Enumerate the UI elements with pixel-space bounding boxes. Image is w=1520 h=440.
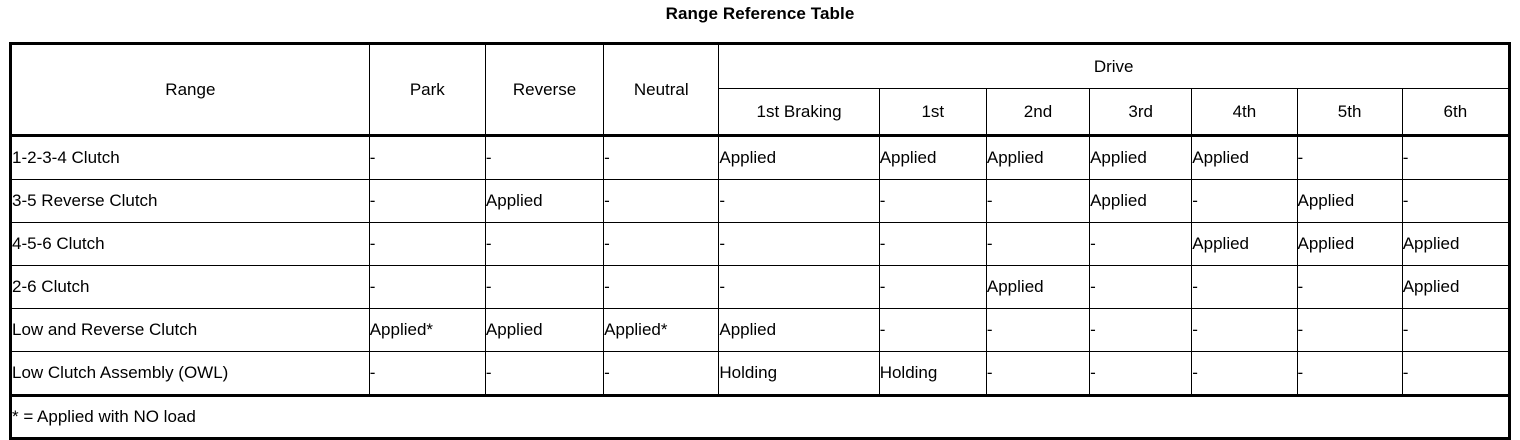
cell-1st: - [878,222,987,266]
table-footnote-row: * = Applied with NO load [10,395,1510,439]
cell-5th: - [1296,351,1403,397]
cell-neutral: Applied* [603,308,720,352]
cell-range: 4-5-6 Clutch [10,222,370,266]
table-header-row-groups: Range Park Reverse Neutral Drive [10,43,1510,137]
table-header: Range Park Reverse Neutral Drive 1st Bra… [10,43,1511,137]
cell-range: Low Clutch Assembly (OWL) [10,351,370,397]
cell-4th: Applied [1191,222,1298,266]
cell-4th: - [1191,308,1298,352]
cell-1st: Holding [878,351,987,397]
cell-range: Low and Reverse Clutch [10,308,370,352]
cell-3rd: - [1089,222,1193,266]
cell-neutral: - [603,351,720,397]
table-header-row-columns: 1st Braking 1st 2nd 3rd 4th 5th 6th [11,88,1511,137]
column-header-3rd: 3rd [1089,88,1193,137]
column-header-park: Park [368,43,486,137]
table-row: 3-5 Reverse Clutch - Applied - - - - App… [10,179,1511,223]
cell-1st-braking: Applied [718,135,880,180]
cell-neutral: - [603,265,720,309]
cell-3rd: - [1089,308,1193,352]
cell-6th: - [1401,351,1511,397]
table-row: 1-2-3-4 Clutch - - - Applied Applied App… [10,135,1511,180]
cell-park: Applied* [368,308,486,352]
cell-range: 3-5 Reverse Clutch [10,179,370,223]
cell-6th: - [1401,135,1511,180]
cell-reverse: - [484,351,605,397]
column-header-6th: 6th [1401,88,1511,137]
cell-reverse: - [484,222,605,266]
cell-5th: - [1296,308,1403,352]
cell-reverse: - [484,135,605,180]
cell-1st-braking: Applied [718,308,880,352]
table-body: 1-2-3-4 Clutch - - - Applied Applied App… [10,135,1511,439]
cell-1st-braking: - [718,265,880,309]
column-header-5th: 5th [1296,88,1403,137]
cell-5th: Applied [1296,179,1403,223]
cell-4th: - [1191,351,1298,397]
cell-1st-braking: - [718,179,880,223]
cell-3rd: - [1089,351,1193,397]
column-header-neutral: Neutral [603,43,720,137]
cell-range: 2-6 Clutch [10,265,370,309]
cell-2nd: - [985,179,1091,223]
cell-reverse: - [484,265,605,309]
cell-park: - [368,351,486,397]
cell-4th: Applied [1191,135,1298,180]
column-group-header-drive: Drive [718,43,1510,89]
table-footnote: * = Applied with NO load [10,395,1510,439]
column-header-2nd: 2nd [985,88,1091,137]
cell-park: - [368,265,486,309]
cell-2nd: Applied [985,135,1091,180]
cell-5th: - [1296,135,1403,180]
cell-reverse: Applied [484,308,605,352]
cell-1st-braking: Holding [718,351,880,397]
cell-park: - [368,222,486,266]
cell-1st-braking: - [718,222,880,266]
range-reference-table: Range Park Reverse Neutral Drive 1st Bra… [9,42,1511,440]
cell-6th: Applied [1401,222,1511,266]
column-header-1st: 1st [878,88,987,137]
cell-5th: Applied [1296,222,1403,266]
cell-2nd: Applied [985,265,1091,309]
cell-neutral: - [603,135,720,180]
cell-2nd: - [985,222,1091,266]
cell-reverse: Applied [484,179,605,223]
cell-3rd: - [1089,265,1193,309]
cell-1st: Applied [878,135,987,180]
cell-3rd: Applied [1089,135,1193,180]
cell-range: 1-2-3-4 Clutch [10,135,370,180]
cell-park: - [368,179,486,223]
cell-6th: - [1401,308,1511,352]
cell-neutral: - [603,179,720,223]
column-header-1st-braking: 1st Braking [718,88,880,137]
table-row: Low and Reverse Clutch Applied* Applied … [10,308,1511,352]
cell-4th: - [1191,265,1298,309]
table-row: 2-6 Clutch - - - - - Applied - - - Appli… [10,265,1511,309]
cell-5th: - [1296,265,1403,309]
column-header-4th: 4th [1191,88,1298,137]
cell-3rd: Applied [1089,179,1193,223]
cell-2nd: - [985,308,1091,352]
cell-park: - [368,135,486,180]
column-header-range: Range [10,43,370,137]
cell-2nd: - [985,351,1091,397]
table-row: 4-5-6 Clutch - - - - - - - Applied Appli… [10,222,1511,266]
cell-neutral: - [603,222,720,266]
cell-6th: - [1401,179,1511,223]
cell-1st: - [878,308,987,352]
column-header-reverse: Reverse [484,43,605,137]
cell-1st: - [878,265,987,309]
cell-4th: - [1191,179,1298,223]
cell-1st: - [878,179,987,223]
cell-6th: Applied [1401,265,1511,309]
page-title: Range Reference Table [665,4,855,23]
table-row: Low Clutch Assembly (OWL) - - - Holding … [10,351,1511,397]
